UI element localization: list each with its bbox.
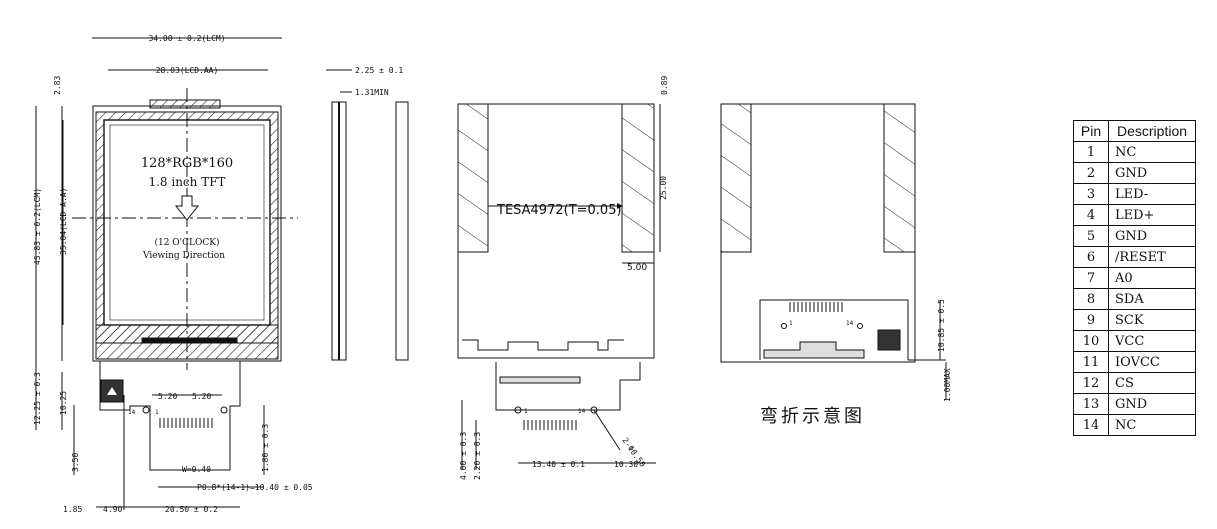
pin-description: IOVCC bbox=[1108, 351, 1196, 373]
dim-aa-height: 35.04(LCD A.A) bbox=[59, 188, 68, 255]
size-label: 1.8 inch TFT bbox=[148, 175, 225, 189]
pin-table-header: Pin Description bbox=[1073, 120, 1196, 142]
dim-b: 2.20 ± 0.3 bbox=[473, 432, 482, 480]
pin-description: SCK bbox=[1108, 309, 1196, 331]
dim-tape-height: 25.00 bbox=[659, 176, 668, 200]
dim-c: 13.40 ± 0.1 bbox=[532, 460, 585, 469]
bend-diagram-label: 弯折示意图 bbox=[760, 406, 865, 427]
dim-thickness: 2.25 ± 0.1 bbox=[355, 66, 403, 75]
dim-lcm-height: 45.83 ± 0.2(LCM) bbox=[33, 188, 42, 265]
dim-top: 0.89 bbox=[660, 76, 669, 95]
back-fpc bbox=[495, 362, 641, 411]
dim-max: 1.00MAX bbox=[943, 368, 952, 402]
dim-left: 1.85 bbox=[63, 505, 82, 514]
dim-d: 10.30 bbox=[614, 460, 638, 469]
dim-tail-width: 20.50 ± 0.2 bbox=[165, 505, 218, 514]
pin-number: 9 bbox=[1073, 309, 1109, 331]
pin-description: LED+ bbox=[1108, 204, 1196, 226]
front-pin-14: 14 bbox=[128, 409, 136, 416]
pin-description: SDA bbox=[1108, 288, 1196, 310]
dim-tail-inner: 10.25 bbox=[59, 391, 68, 415]
viewing-label: Viewing Direction bbox=[142, 251, 225, 261]
dim-tail-height: 12.25 ± 0.3 bbox=[33, 372, 42, 425]
pin-number: 6 bbox=[1073, 246, 1109, 268]
back-pin-1: 1 bbox=[524, 408, 528, 415]
dim-tail-end: 1.80 ± 0.3 bbox=[261, 424, 270, 472]
pin-number: 10 bbox=[1073, 330, 1109, 352]
pin-description: A0 bbox=[1108, 267, 1196, 289]
tape-label: TESA4972(T=0.05) bbox=[496, 203, 622, 218]
front-pin-1: 1 bbox=[155, 409, 159, 416]
dim-tape-width: 5.00 bbox=[627, 263, 647, 273]
pin-number: 14 bbox=[1073, 414, 1109, 436]
dim-a: 4.00 ± 0.3 bbox=[459, 432, 468, 480]
dim-right: 10.85 ± 0.5 bbox=[937, 299, 946, 352]
side-view-labels: 2.25 ± 0.1 1.31MIN bbox=[355, 66, 403, 97]
dim-lcm-width: 34.00 ± 0.2(LCM) bbox=[148, 34, 225, 43]
dim-top-offset: 2.83 bbox=[53, 76, 62, 95]
bent-view bbox=[720, 103, 947, 400]
pin-number: 8 bbox=[1073, 288, 1109, 310]
bottom-strip bbox=[95, 324, 279, 360]
orientation-label: (12 O'CLOCK) bbox=[154, 237, 219, 248]
pin-number: 1 bbox=[1073, 141, 1109, 163]
header-description: Description bbox=[1108, 120, 1196, 142]
pin-description: NC bbox=[1108, 414, 1196, 436]
dim-pitch-w: W=0.40 bbox=[182, 465, 211, 474]
pin-description: LED- bbox=[1108, 183, 1196, 205]
pin-number: 7 bbox=[1073, 267, 1109, 289]
table-row: 6/RESET bbox=[1073, 246, 1196, 268]
bent-pin-1: 1 bbox=[789, 320, 793, 327]
dim-tail-left: 4.90 bbox=[103, 505, 122, 514]
pin-number: 3 bbox=[1073, 183, 1109, 205]
side-view bbox=[326, 69, 409, 361]
pin-description: NC bbox=[1108, 141, 1196, 163]
bent-pin-14: 14 bbox=[846, 320, 854, 327]
bent-view-labels: 10.85 ± 0.5 1.00MAX 1 14 bbox=[789, 299, 952, 402]
viewing-arrow-icon bbox=[174, 195, 200, 221]
dim-hole-right: 5.20 bbox=[192, 392, 211, 401]
dim-pad: 3.50 bbox=[71, 453, 80, 472]
pin-description: VCC bbox=[1108, 330, 1196, 352]
resolution-label: 128*RGB*160 bbox=[141, 156, 233, 171]
pin-number: 4 bbox=[1073, 204, 1109, 226]
dim-aa-width: 28.03(LCD.AA) bbox=[156, 66, 219, 75]
fpc-tail bbox=[99, 361, 241, 471]
dim-hole-left: 5.20 bbox=[158, 392, 177, 401]
pin-number: 11 bbox=[1073, 351, 1109, 373]
back-pin-14: 14 bbox=[578, 408, 586, 415]
pin-number: 12 bbox=[1073, 372, 1109, 394]
pin-description: CS bbox=[1108, 372, 1196, 394]
back-view bbox=[457, 103, 661, 470]
pin-description: GND bbox=[1108, 393, 1196, 415]
pin-description: GND bbox=[1108, 162, 1196, 184]
dim-min: 1.31MIN bbox=[355, 88, 389, 97]
pin-number: 2 bbox=[1073, 162, 1109, 184]
front-view-labels: 128*RGB*160 1.8 inch TFT (12 O'CLOCK) Vi… bbox=[33, 34, 313, 514]
dim-pitch: P0.8*(14-1)=10.40 ± 0.05 bbox=[197, 483, 313, 492]
front-view bbox=[35, 37, 298, 510]
pin-description: GND bbox=[1108, 225, 1196, 247]
header-pin: Pin bbox=[1073, 120, 1109, 142]
pin-number: 13 bbox=[1073, 393, 1109, 415]
pin-number: 5 bbox=[1073, 225, 1109, 247]
pin-description: /RESET bbox=[1108, 246, 1196, 268]
